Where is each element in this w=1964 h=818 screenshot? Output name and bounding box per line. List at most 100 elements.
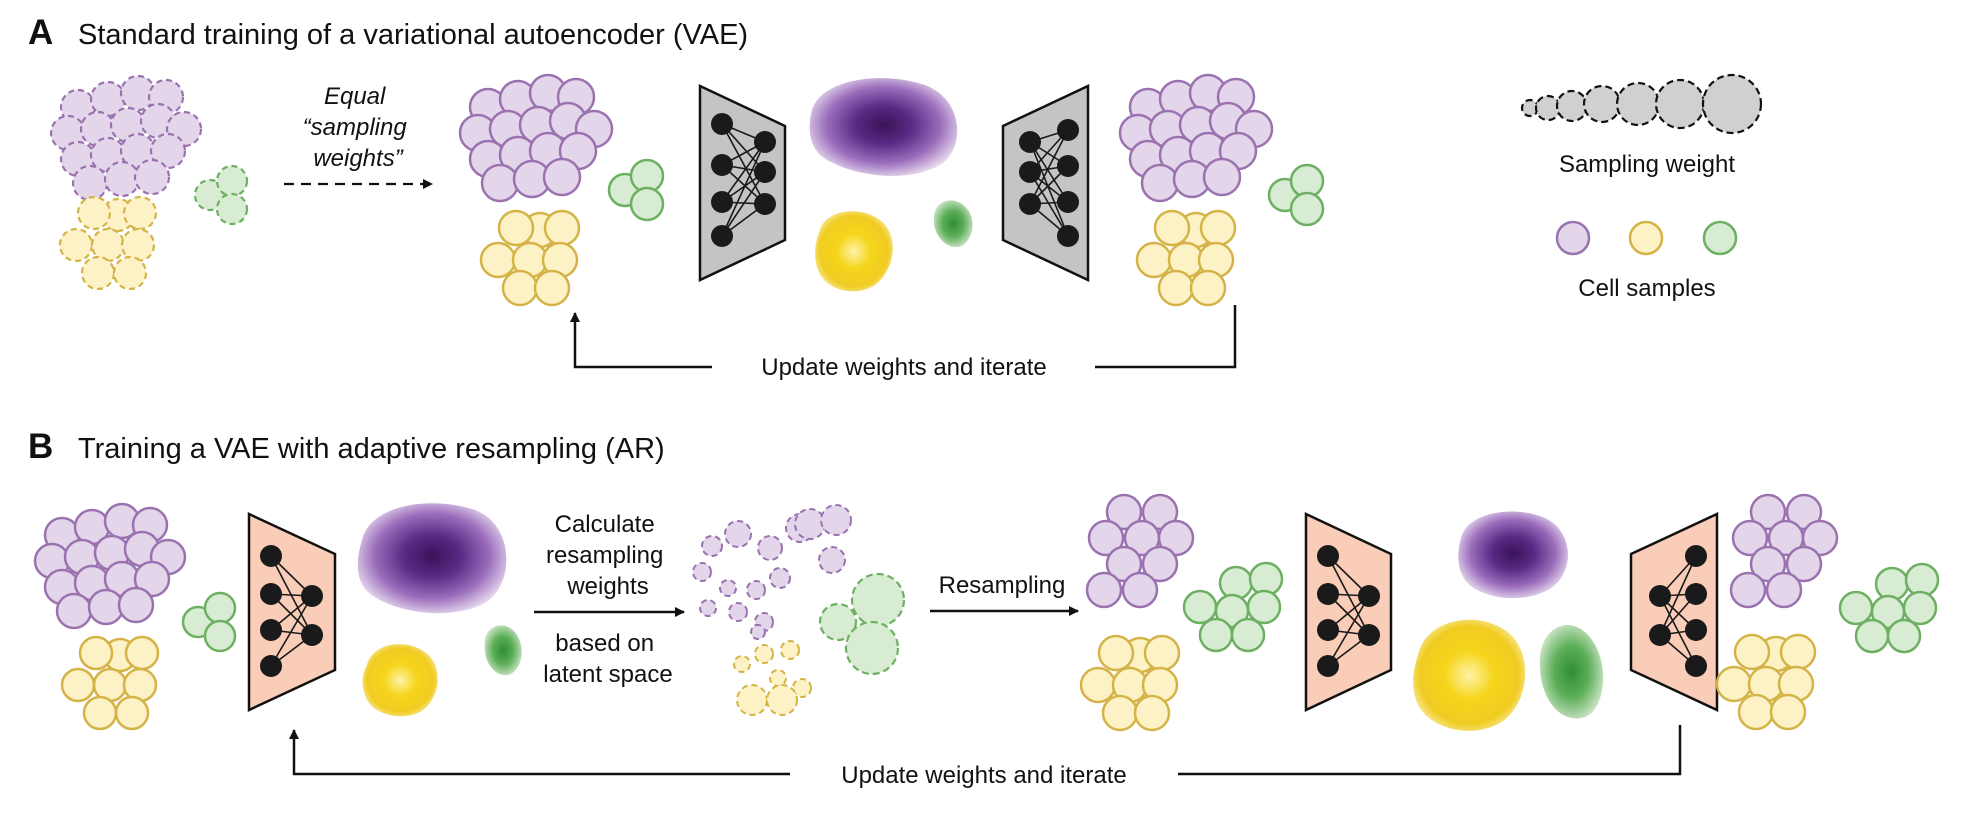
- network-node: [1057, 155, 1079, 177]
- resampled-yellow-cell: [736, 684, 768, 716]
- purple-cell: [542, 157, 582, 197]
- network-edge: [721, 141, 766, 203]
- cell-cluster-a-right: [1118, 73, 1325, 307]
- dashed-yellow-cell: [112, 255, 148, 291]
- sampling-weight-circle: [1555, 89, 1589, 123]
- green-cell: [1289, 191, 1325, 227]
- yellow-cell: [1769, 693, 1807, 731]
- dashed-purple-cell: [149, 132, 187, 170]
- sampling-weight-label: Sampling weight: [1559, 151, 1735, 178]
- loop-line-right-a: [1095, 305, 1237, 369]
- panel-a: A Standard training of a variational aut…: [28, 13, 1325, 381]
- loop-line-right-b: [1178, 725, 1682, 776]
- yellow-cell: [1101, 694, 1139, 732]
- purple-cell: [1121, 571, 1159, 609]
- network-node: [1317, 655, 1339, 677]
- legend-yellow-cell: [1628, 220, 1664, 256]
- network-node: [711, 225, 733, 247]
- yellow-cell: [501, 269, 539, 307]
- yellow-cell: [1737, 693, 1775, 731]
- resampled-green-cell: [844, 620, 900, 676]
- yellow-cell: [1135, 241, 1173, 279]
- panel-b-title: Training a VAE with adaptive resampling …: [78, 433, 665, 465]
- sampling-weight-circle: [1615, 81, 1661, 127]
- latent-space-b-left: [357, 503, 522, 717]
- resampled-purple-cell: [724, 520, 752, 548]
- panel-a-letter: A: [28, 13, 53, 52]
- yellow-cell: [78, 635, 114, 671]
- yellow-cell: [497, 209, 535, 247]
- encoder-a: [698, 84, 787, 282]
- yellow-cell: [1189, 269, 1227, 307]
- network-node: [1019, 193, 1041, 215]
- network-node: [1685, 583, 1707, 605]
- latent-purple-blob: [809, 78, 958, 176]
- purple-cell: [1765, 571, 1803, 609]
- dashed-green-cell: [215, 192, 249, 226]
- purple-cell: [1140, 163, 1180, 203]
- resampled-purple-cell: [699, 599, 717, 617]
- purple-cell: [1202, 157, 1242, 197]
- yellow-cell: [1157, 269, 1195, 307]
- cell-samples-label: Cell samples: [1578, 275, 1715, 302]
- yellow-cell: [124, 635, 160, 671]
- panel-b-letter: B: [28, 427, 53, 466]
- latent-space-a: [809, 78, 973, 292]
- resampled-purple-cell: [757, 535, 783, 561]
- dashed-yellow-cell: [122, 195, 158, 231]
- purple-cell: [117, 586, 155, 624]
- panel-a-title: Standard training of a variational autoe…: [78, 19, 748, 51]
- purple-cell: [133, 560, 171, 598]
- yellow-cell: [114, 695, 150, 731]
- network-node: [1685, 545, 1707, 567]
- yellow-cell: [82, 695, 118, 731]
- purple-cell: [1157, 519, 1195, 557]
- legend-green-cell: [1702, 220, 1738, 256]
- network-node: [1317, 619, 1339, 641]
- network-edge: [1659, 555, 1697, 636]
- encoder-b: [247, 512, 337, 712]
- yellow-cell: [1079, 666, 1117, 704]
- cell-cluster-b-middle: [1079, 493, 1284, 732]
- yellow-cell: [1779, 633, 1817, 671]
- purple-cell: [1749, 545, 1787, 583]
- equal-weights-label: Equal “sampling weights”: [303, 83, 414, 172]
- legend: Sampling weight Cell samples: [1520, 73, 1763, 302]
- purple-cell: [1105, 493, 1143, 531]
- input-cells-dashed: [49, 74, 249, 291]
- green-cell: [1182, 589, 1218, 625]
- network-edge: [721, 141, 766, 237]
- latent-green-blob: [933, 200, 973, 248]
- network-node: [1685, 655, 1707, 677]
- dashed-purple-cell: [103, 160, 141, 198]
- green-cell: [203, 619, 237, 653]
- yellow-cell: [543, 209, 581, 247]
- yellow-cell: [60, 667, 96, 703]
- resampled-purple-cell: [746, 580, 766, 600]
- network-node: [711, 154, 733, 176]
- network-node: [260, 583, 282, 605]
- resampled-purple-cell: [769, 567, 791, 589]
- network-edge: [270, 595, 313, 667]
- panel-b: B Training a VAE with adaptive resamplin…: [28, 427, 1940, 789]
- resampled-green-cell: [850, 572, 906, 628]
- yellow-cell: [533, 269, 571, 307]
- encoder-b2: [1304, 512, 1393, 712]
- dashed-yellow-cell: [58, 227, 94, 263]
- network-node: [1057, 225, 1079, 247]
- update-weights-label-a: Update weights and iterate: [761, 354, 1047, 381]
- decoder-b: [1629, 512, 1719, 712]
- calculate-resampling-label: Calculate resampling weights: [546, 511, 670, 600]
- network-node: [1685, 619, 1707, 641]
- resampled-purple-cell: [794, 508, 826, 540]
- purple-cell: [480, 163, 520, 203]
- yellow-cell: [1733, 633, 1771, 671]
- network-node: [711, 191, 733, 213]
- green-cell: [1886, 618, 1922, 654]
- decoder-a: [1001, 84, 1090, 282]
- purple-cell: [1141, 545, 1179, 583]
- network-node: [260, 619, 282, 641]
- dashed-yellow-cell: [80, 255, 116, 291]
- network-node: [711, 113, 733, 135]
